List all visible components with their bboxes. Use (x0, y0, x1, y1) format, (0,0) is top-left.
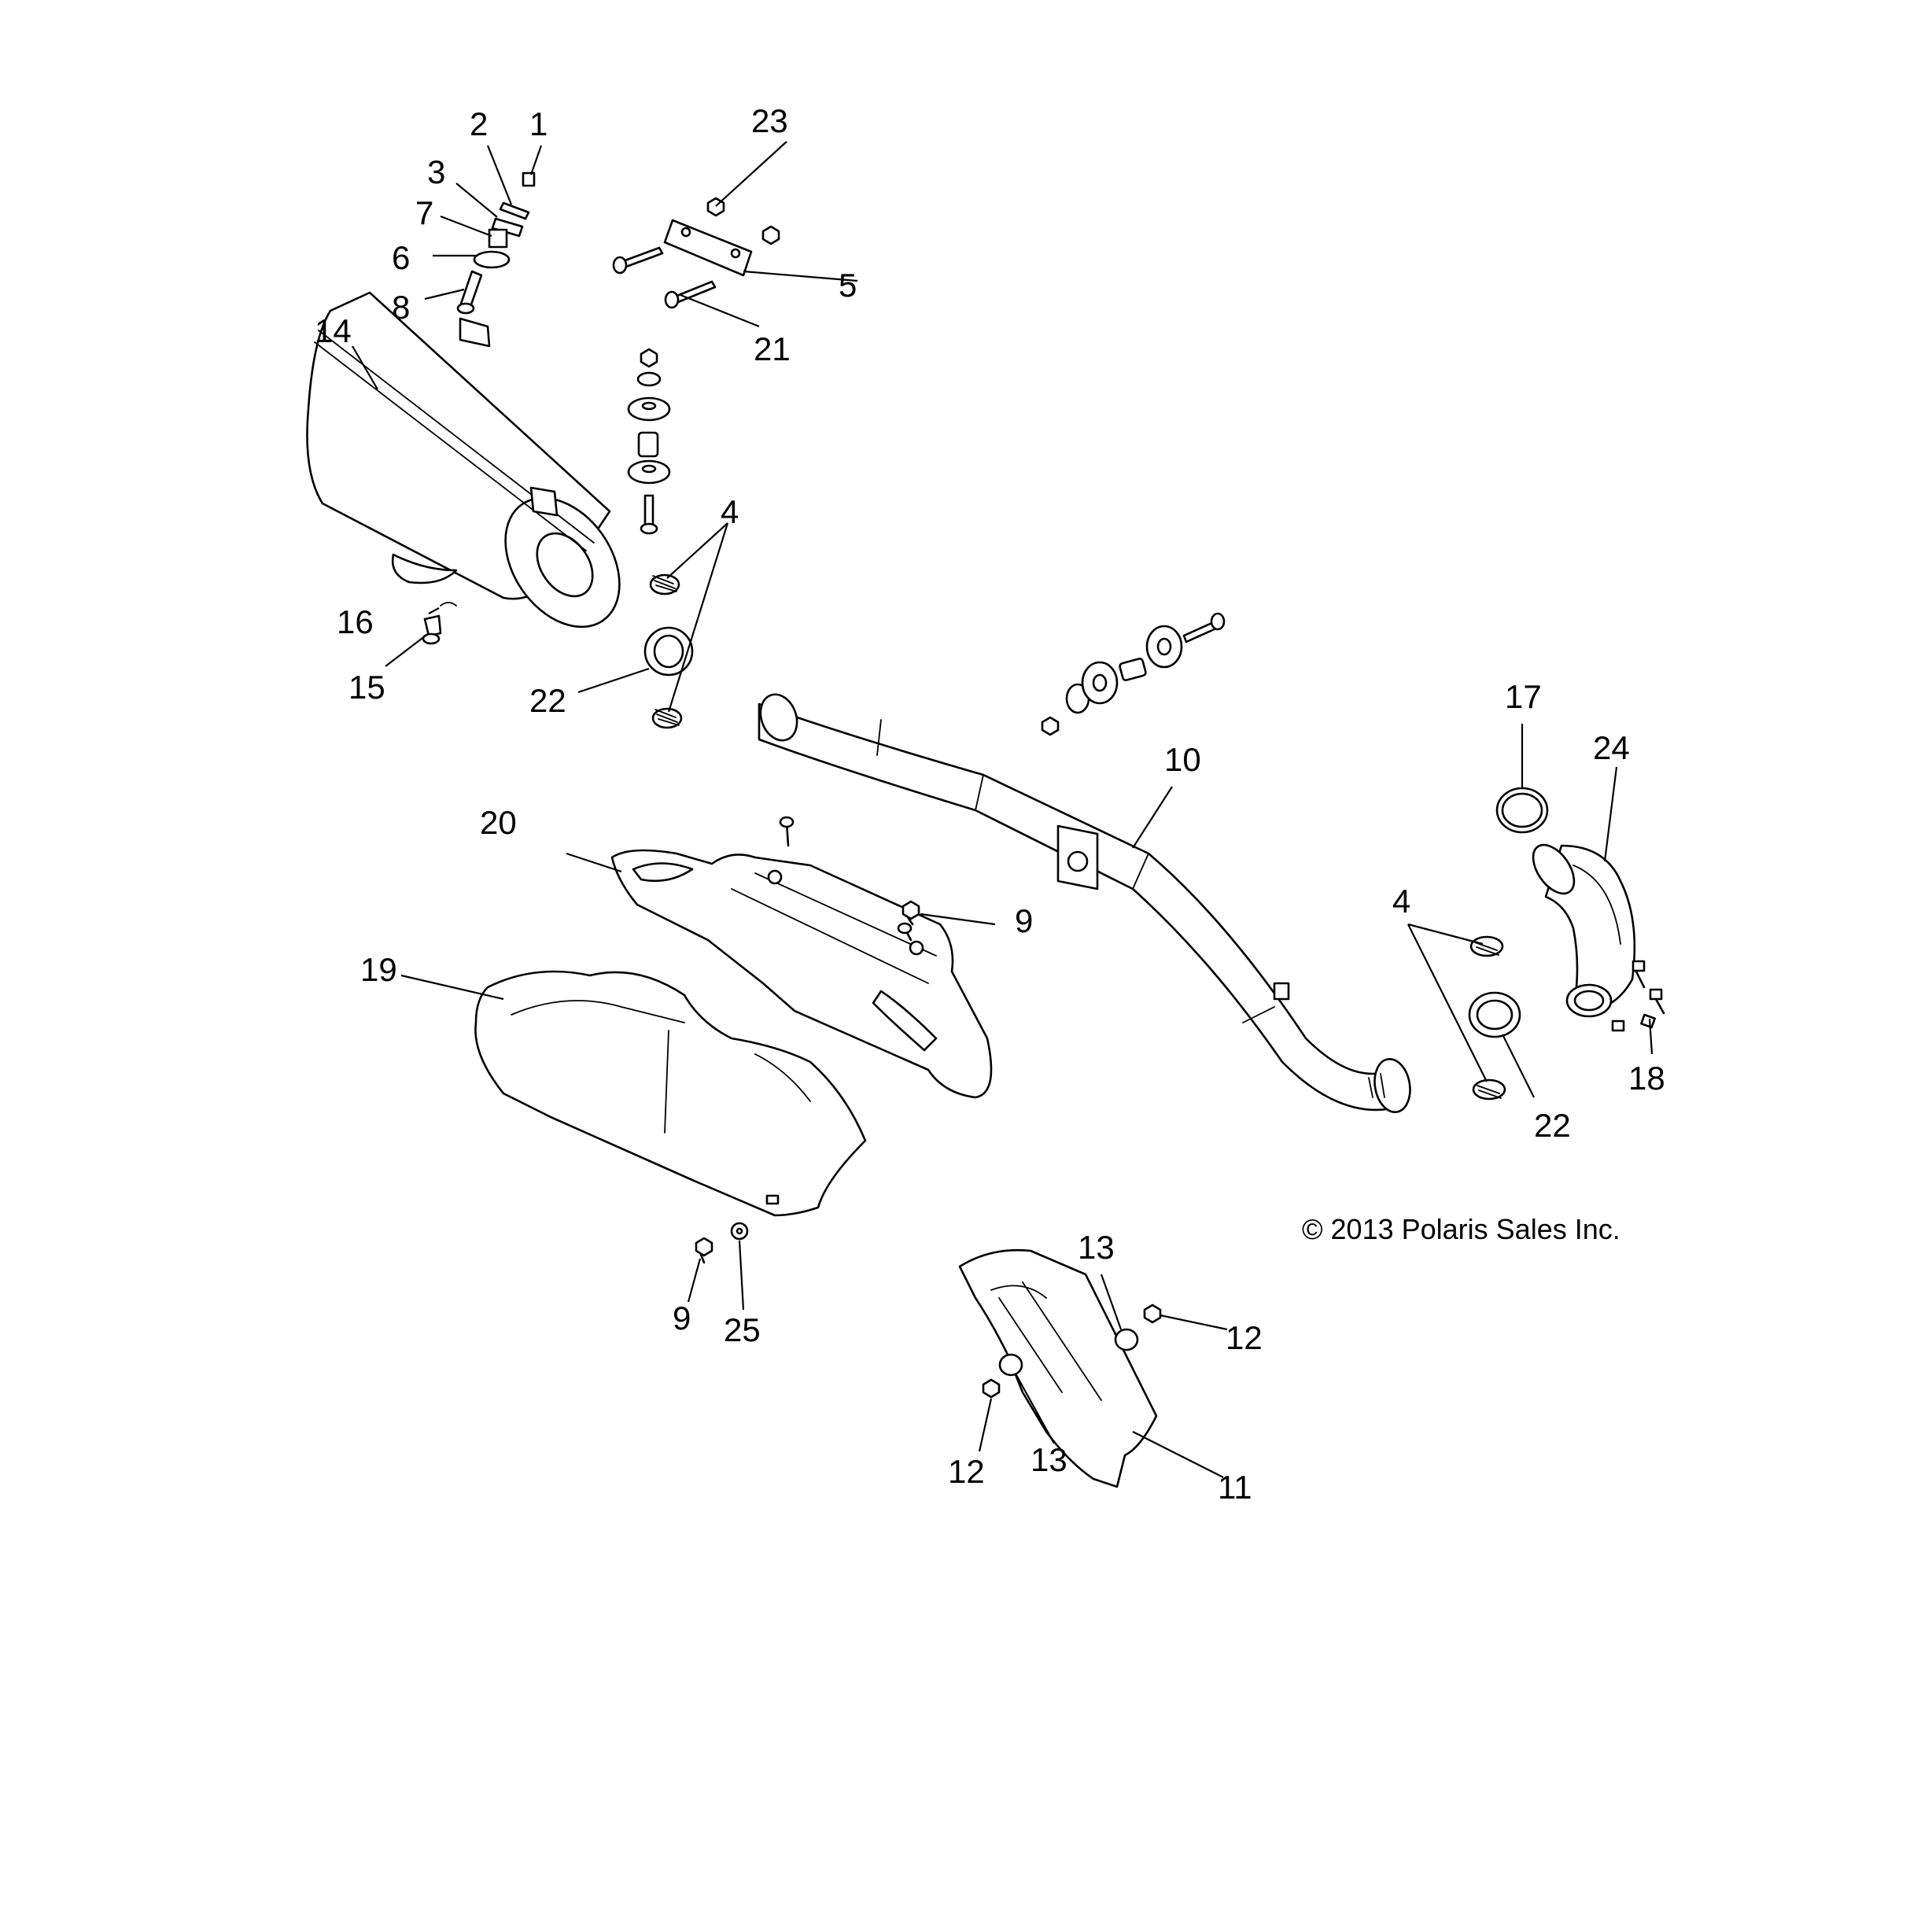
exhaust-pipe-part-24 (1532, 843, 1636, 1018)
callout-18: 18 (1628, 1060, 1665, 1097)
callout-13-lower: 13 (1031, 1441, 1067, 1478)
callout-labels: 1 2 3 7 6 8 14 23 5 21 4 16 15 22 10 17 … (315, 102, 1665, 1506)
part-13-washer (1114, 1328, 1139, 1351)
callout-9-upper: 9 (1015, 902, 1033, 939)
callout-13-upper: 13 (1078, 1229, 1115, 1266)
part-17-gasket (1495, 787, 1549, 834)
callout-2: 2 (470, 105, 488, 142)
leader-lines (352, 141, 1654, 1478)
callout-12-left: 12 (948, 1453, 985, 1490)
callout-24: 24 (1593, 729, 1630, 766)
head-pipe-part-10 (758, 693, 1411, 1114)
callout-1: 1 (529, 105, 548, 142)
bolts-part-18 (1611, 960, 1665, 1032)
callout-15: 15 (348, 669, 385, 706)
part-5-bracket (663, 219, 753, 277)
springs-and-gasket-left (643, 573, 694, 729)
callout-25: 25 (724, 1311, 761, 1348)
callout-19: 19 (360, 951, 397, 988)
callout-3: 3 (427, 153, 445, 190)
callout-10: 10 (1164, 741, 1201, 778)
callout-16: 16 (337, 603, 374, 640)
part-2-pin (499, 201, 530, 220)
copyright-notice: © 2013 Polaris Sales Inc. (1302, 1213, 1620, 1245)
springs-and-gasket-right (1468, 935, 1521, 1101)
part-6-grommet (473, 250, 511, 269)
muffler-mount-stack (627, 348, 671, 535)
fastener-stack (456, 171, 536, 315)
callout-4-right: 4 (1392, 883, 1410, 920)
callout-17: 17 (1505, 678, 1542, 715)
callout-5: 5 (839, 267, 857, 304)
callout-12-right: 12 (1226, 1319, 1263, 1356)
parts-15-16 (422, 602, 457, 645)
callout-8: 8 (392, 289, 410, 326)
heat-shield-part-19 (474, 970, 867, 1217)
part-8-bolt (459, 270, 483, 308)
part-3-sleeve (491, 217, 524, 238)
part-12-nut (1143, 1303, 1162, 1324)
part-1-nut (522, 171, 536, 187)
callout-14: 14 (315, 312, 352, 349)
head-pipe-mount-hardware (1041, 612, 1226, 736)
part-7-spacer (488, 228, 508, 249)
callout-21: 21 (754, 330, 791, 367)
heat-shield-part-11 (958, 1248, 1162, 1488)
callout-4-left: 4 (721, 493, 739, 530)
callout-23: 23 (751, 102, 788, 139)
screws-part-9 (695, 900, 920, 1264)
callout-9-lower: 9 (673, 1300, 691, 1337)
bracket-assembly (612, 197, 780, 309)
muffler-part-14 (306, 291, 621, 629)
callout-7: 7 (415, 194, 433, 231)
callout-20: 20 (480, 804, 517, 841)
callout-22-left: 22 (529, 682, 566, 719)
part-21-bolt (621, 246, 664, 268)
callout-6: 6 (392, 239, 410, 276)
heat-shield-part-20 (610, 816, 993, 1099)
callout-11: 11 (1218, 1469, 1252, 1506)
callout-22-right: 22 (1534, 1107, 1571, 1144)
